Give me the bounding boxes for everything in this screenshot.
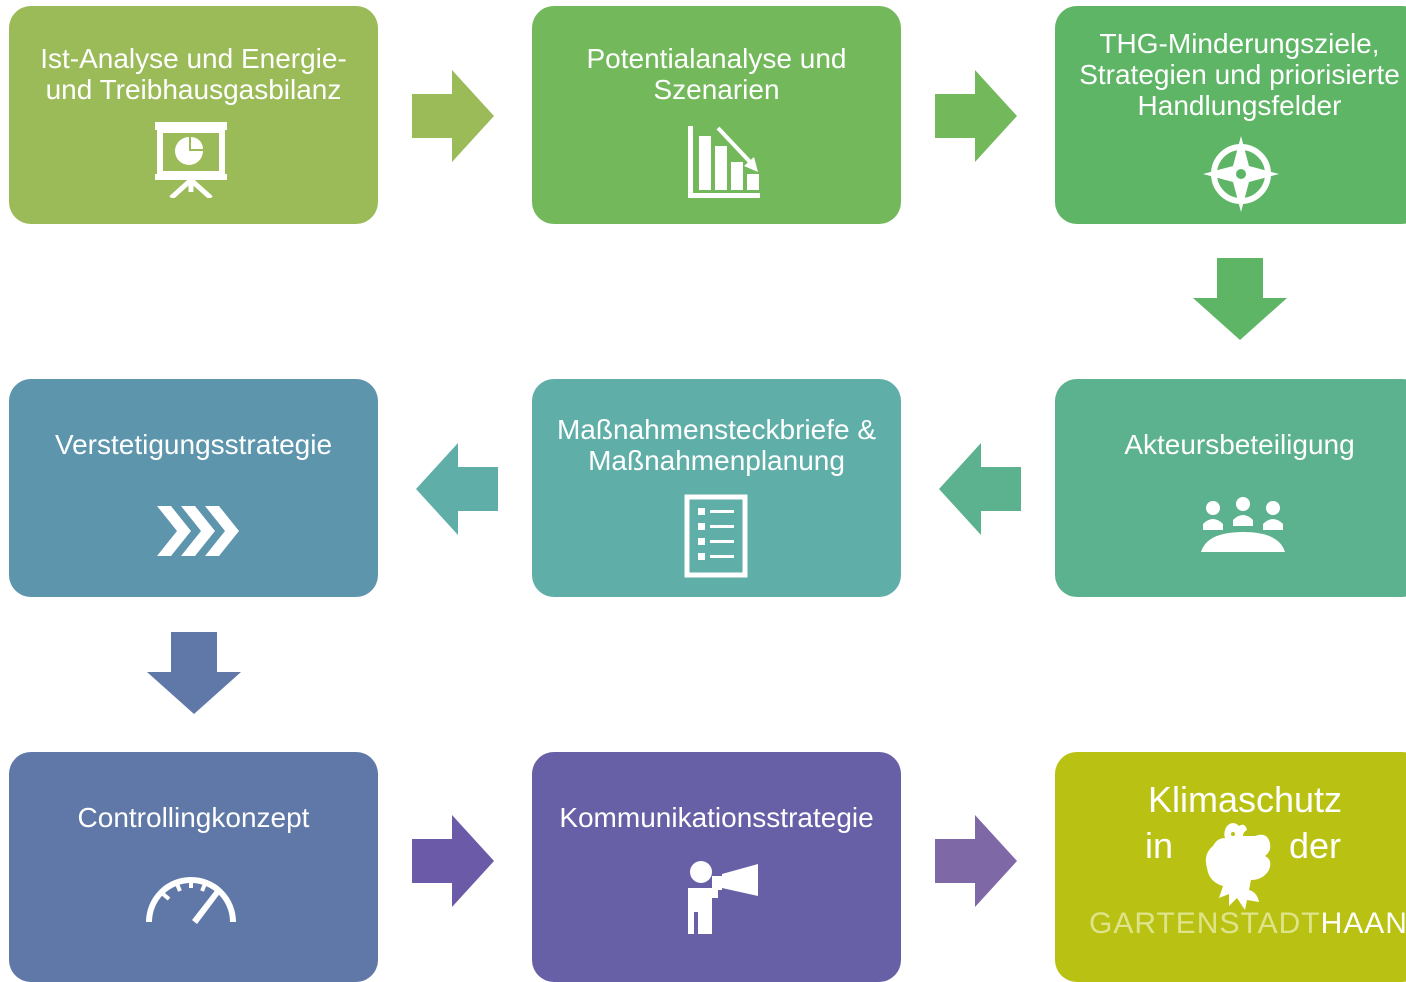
chevrons-right-icon <box>157 506 239 556</box>
step-label: Kommunikationsstrategie <box>559 802 874 833</box>
step-label: Controllingkonzept <box>77 802 310 833</box>
step-box-controllingkonzept: Controllingkonzept <box>9 752 378 982</box>
step-box-verstetigungsstrategie: Verstetigungsstrategie <box>9 379 378 597</box>
checklist-icon <box>684 494 748 578</box>
gartenstadt-haan-wordmark: GARTENSTADTHAAN <box>1089 907 1406 941</box>
megaphone-person-icon <box>688 861 758 934</box>
arrow-left-icon <box>416 443 498 535</box>
speedometer-icon <box>146 877 236 924</box>
declining-bar-chart-icon <box>688 126 760 198</box>
step-box-potentialanalyse: Potentialanalyse und Szenarien <box>532 6 901 224</box>
arrow-down-icon <box>147 632 241 714</box>
wordmark-gartenstadt: GARTENSTADT <box>1089 907 1321 940</box>
klimaschutz-logo-box: Klimaschutz in der GARTENSTADTHAAN <box>1055 752 1406 982</box>
step-label: Akteursbeteiligung <box>1124 429 1355 460</box>
arrow-right-icon <box>935 70 1017 162</box>
arrow-right-icon <box>412 815 494 907</box>
step-box-ist-analyse: Ist-Analyse und Energie- und Treibhausga… <box>9 6 378 224</box>
arrow-down-icon <box>1193 258 1287 340</box>
arrow-left-icon <box>939 443 1021 535</box>
logo-word-der: der <box>1289 825 1342 866</box>
group-meeting-icon <box>1201 497 1285 552</box>
arrow-right-icon <box>935 815 1017 907</box>
step-box-akteursbeteiligung: Akteursbeteiligung <box>1055 379 1406 597</box>
logo-line-klimaschutz: Klimaschutz <box>1147 779 1343 820</box>
step-box-thg-minderungsziele: THG-Minderungsziele, Strategien und prio… <box>1055 6 1406 224</box>
step-label: THG-Minderungsziele, Strategien und prio… <box>1079 28 1400 121</box>
presentation-chart-icon <box>155 122 227 198</box>
logo-word-in: in <box>1145 825 1174 866</box>
step-label: Ist-Analyse und Energie- und Treibhausga… <box>40 43 347 105</box>
rooster-emblem-icon <box>1205 823 1271 910</box>
arrow-right-icon <box>412 70 494 162</box>
compass-icon <box>1203 136 1279 212</box>
step-label: Verstetigungsstrategie <box>54 429 333 460</box>
step-box-kommunikationsstrategie: Kommunikationsstrategie <box>532 752 901 982</box>
step-label: Maßnahmensteckbriefe & Maßnahmenplanung <box>556 414 877 476</box>
step-box-massnahmensteckbriefe: Maßnahmensteckbriefe & Maßnahmenplanung <box>532 379 901 597</box>
step-label: Potentialanalyse und Szenarien <box>586 43 847 105</box>
wordmark-haan: HAAN <box>1320 907 1406 940</box>
